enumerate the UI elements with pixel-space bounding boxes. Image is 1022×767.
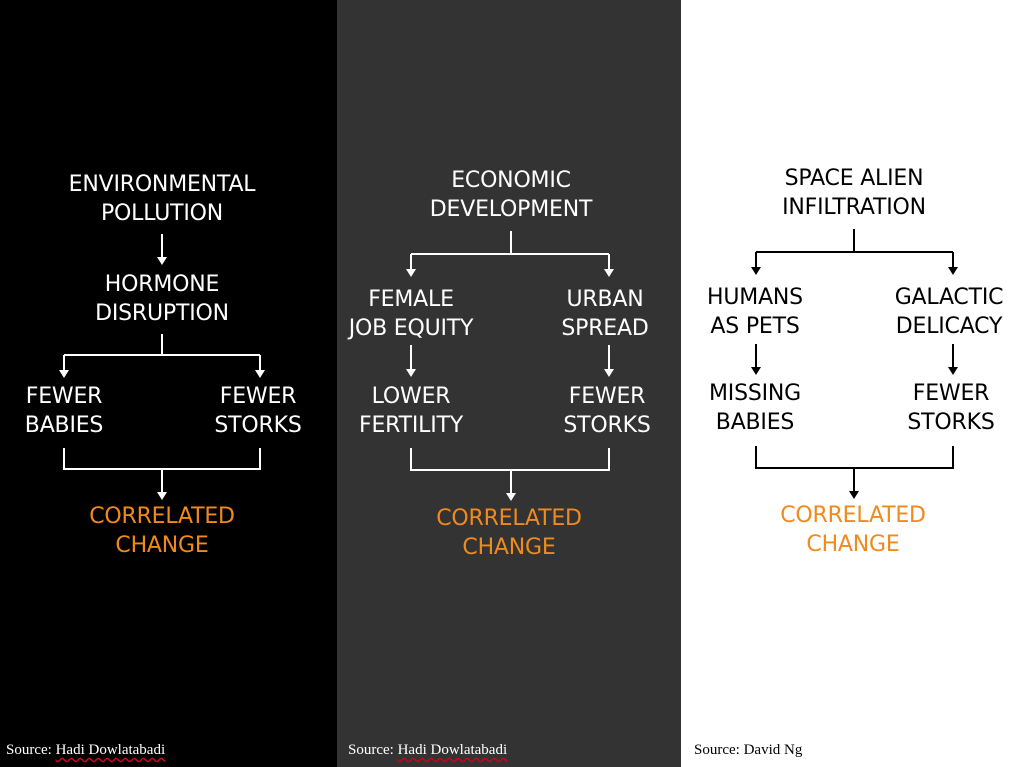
source-citation: Source: David Ng: [694, 742, 803, 758]
source-citation: Source: Hadi Dowlatabadi: [6, 742, 166, 758]
panel-2-connectors: [406, 231, 614, 501]
source-citation: Source: Hadi Dowlatabadi: [348, 742, 508, 758]
panel-1-connectors: [59, 234, 265, 500]
panel-3-connectors: [751, 229, 958, 499]
